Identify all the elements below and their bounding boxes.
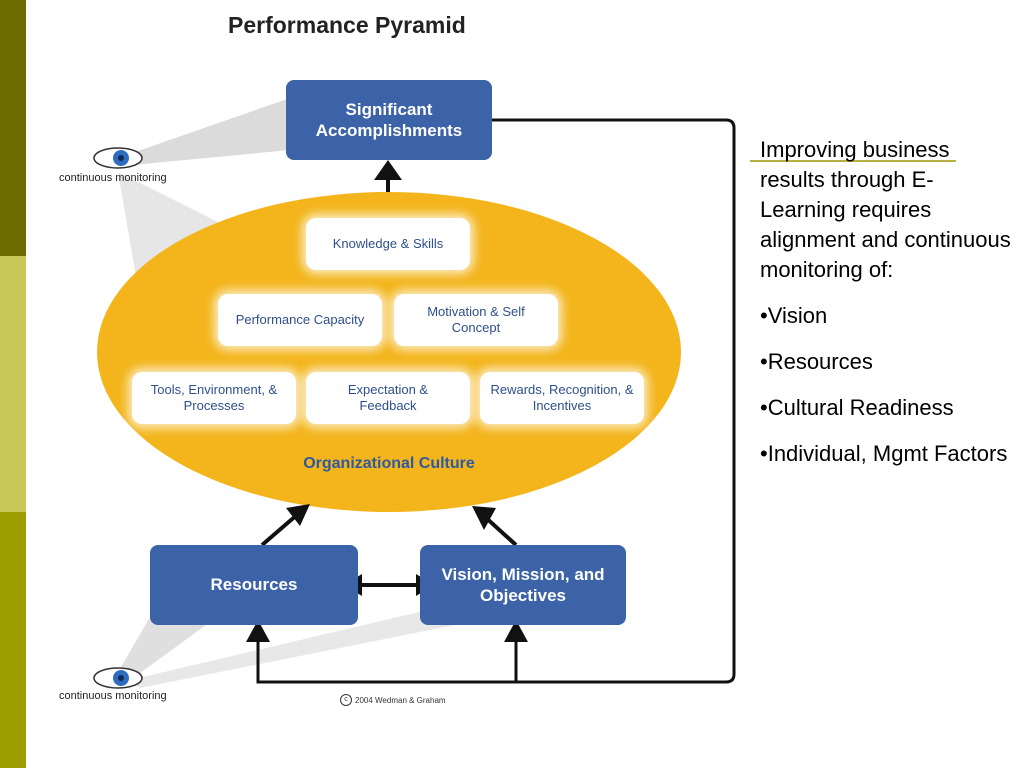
arrow-vision-to-culture-head (472, 506, 496, 530)
vision-mission-objectives-label: Vision, Mission, and Objectives (441, 564, 605, 605)
significant-accomplishments-label: Significant Accomplishments (315, 99, 463, 140)
performance-capacity-box: Performance Capacity (218, 294, 382, 346)
decor-bar-bottom (0, 512, 26, 768)
organizational-culture-ellipse (97, 192, 681, 512)
resources-label: Resources (210, 575, 298, 595)
tools-environment-processes-box: Tools, Environment, & Processes (132, 372, 296, 424)
resources-box: Resources (150, 545, 358, 625)
eye-icon (93, 667, 143, 689)
arrow-up-vision (504, 620, 528, 642)
side-bullet-item: •Individual, Mgmt Factors (760, 441, 1008, 466)
motivation-self-concept-box: Motivation & Self Concept (394, 294, 558, 346)
continuous-monitoring-label-top: continuous monitoring (59, 172, 167, 184)
motivation-self-concept-label: Motivation & Self Concept (427, 303, 525, 335)
eye-icon (93, 147, 143, 169)
copyright-note: c 2004 Wedman & Graham (340, 694, 446, 706)
organizational-culture-label: Organizational Culture (303, 455, 475, 472)
knowledge-skills-label: Knowledge & Skills (332, 235, 444, 251)
arrow-resources-to-culture (260, 512, 300, 547)
side-panel: Improving business results through E-Lea… (760, 135, 1018, 485)
monitor-beam-top (118, 98, 290, 166)
performance-capacity-label: Performance Capacity (235, 311, 365, 327)
expectation-feedback-box: Expectation & Feedback (306, 372, 470, 424)
monitor-beam-bottom-right (130, 600, 470, 688)
rewards-recognition-incentives-box: Rewards, Recognition, & Incentives (480, 372, 644, 424)
arrow-up-significant (374, 160, 402, 180)
continuous-monitoring-label-bottom: continuous monitoring (59, 690, 167, 702)
significant-accomplishments-box: Significant Accomplishments (286, 80, 492, 160)
decor-bar-top (0, 0, 26, 256)
tools-environment-processes-label: Tools, Environment, & Processes (150, 381, 278, 413)
side-panel-rule (750, 160, 956, 162)
copyright-text: 2004 Wedman & Graham (355, 695, 446, 705)
vision-mission-objectives-box: Vision, Mission, and Objectives (420, 545, 626, 625)
copyright-icon: c (340, 694, 352, 706)
side-bullet-item: •Cultural Readiness (760, 395, 954, 420)
arrow-resources-to-culture-head (286, 504, 310, 526)
diagram-title: Performance Pyramid (228, 12, 466, 38)
arrow-up-resources (246, 620, 270, 642)
side-intro-text: Improving business results through E-Lea… (760, 137, 1011, 282)
side-bullet-item: •Resources (760, 349, 873, 374)
feedback-loop-line (256, 118, 736, 684)
side-bullet-list: •Vision •Resources •Cultural Readiness •… (760, 301, 1018, 469)
arrow-vision-to-culture (482, 514, 518, 547)
rewards-recognition-incentives-label: Rewards, Recognition, & Incentives (490, 381, 634, 413)
knowledge-skills-box: Knowledge & Skills (306, 218, 470, 270)
side-bullet-item: •Vision (760, 303, 828, 328)
expectation-feedback-label: Expectation & Feedback (347, 381, 429, 413)
decor-bar-middle (0, 256, 26, 512)
